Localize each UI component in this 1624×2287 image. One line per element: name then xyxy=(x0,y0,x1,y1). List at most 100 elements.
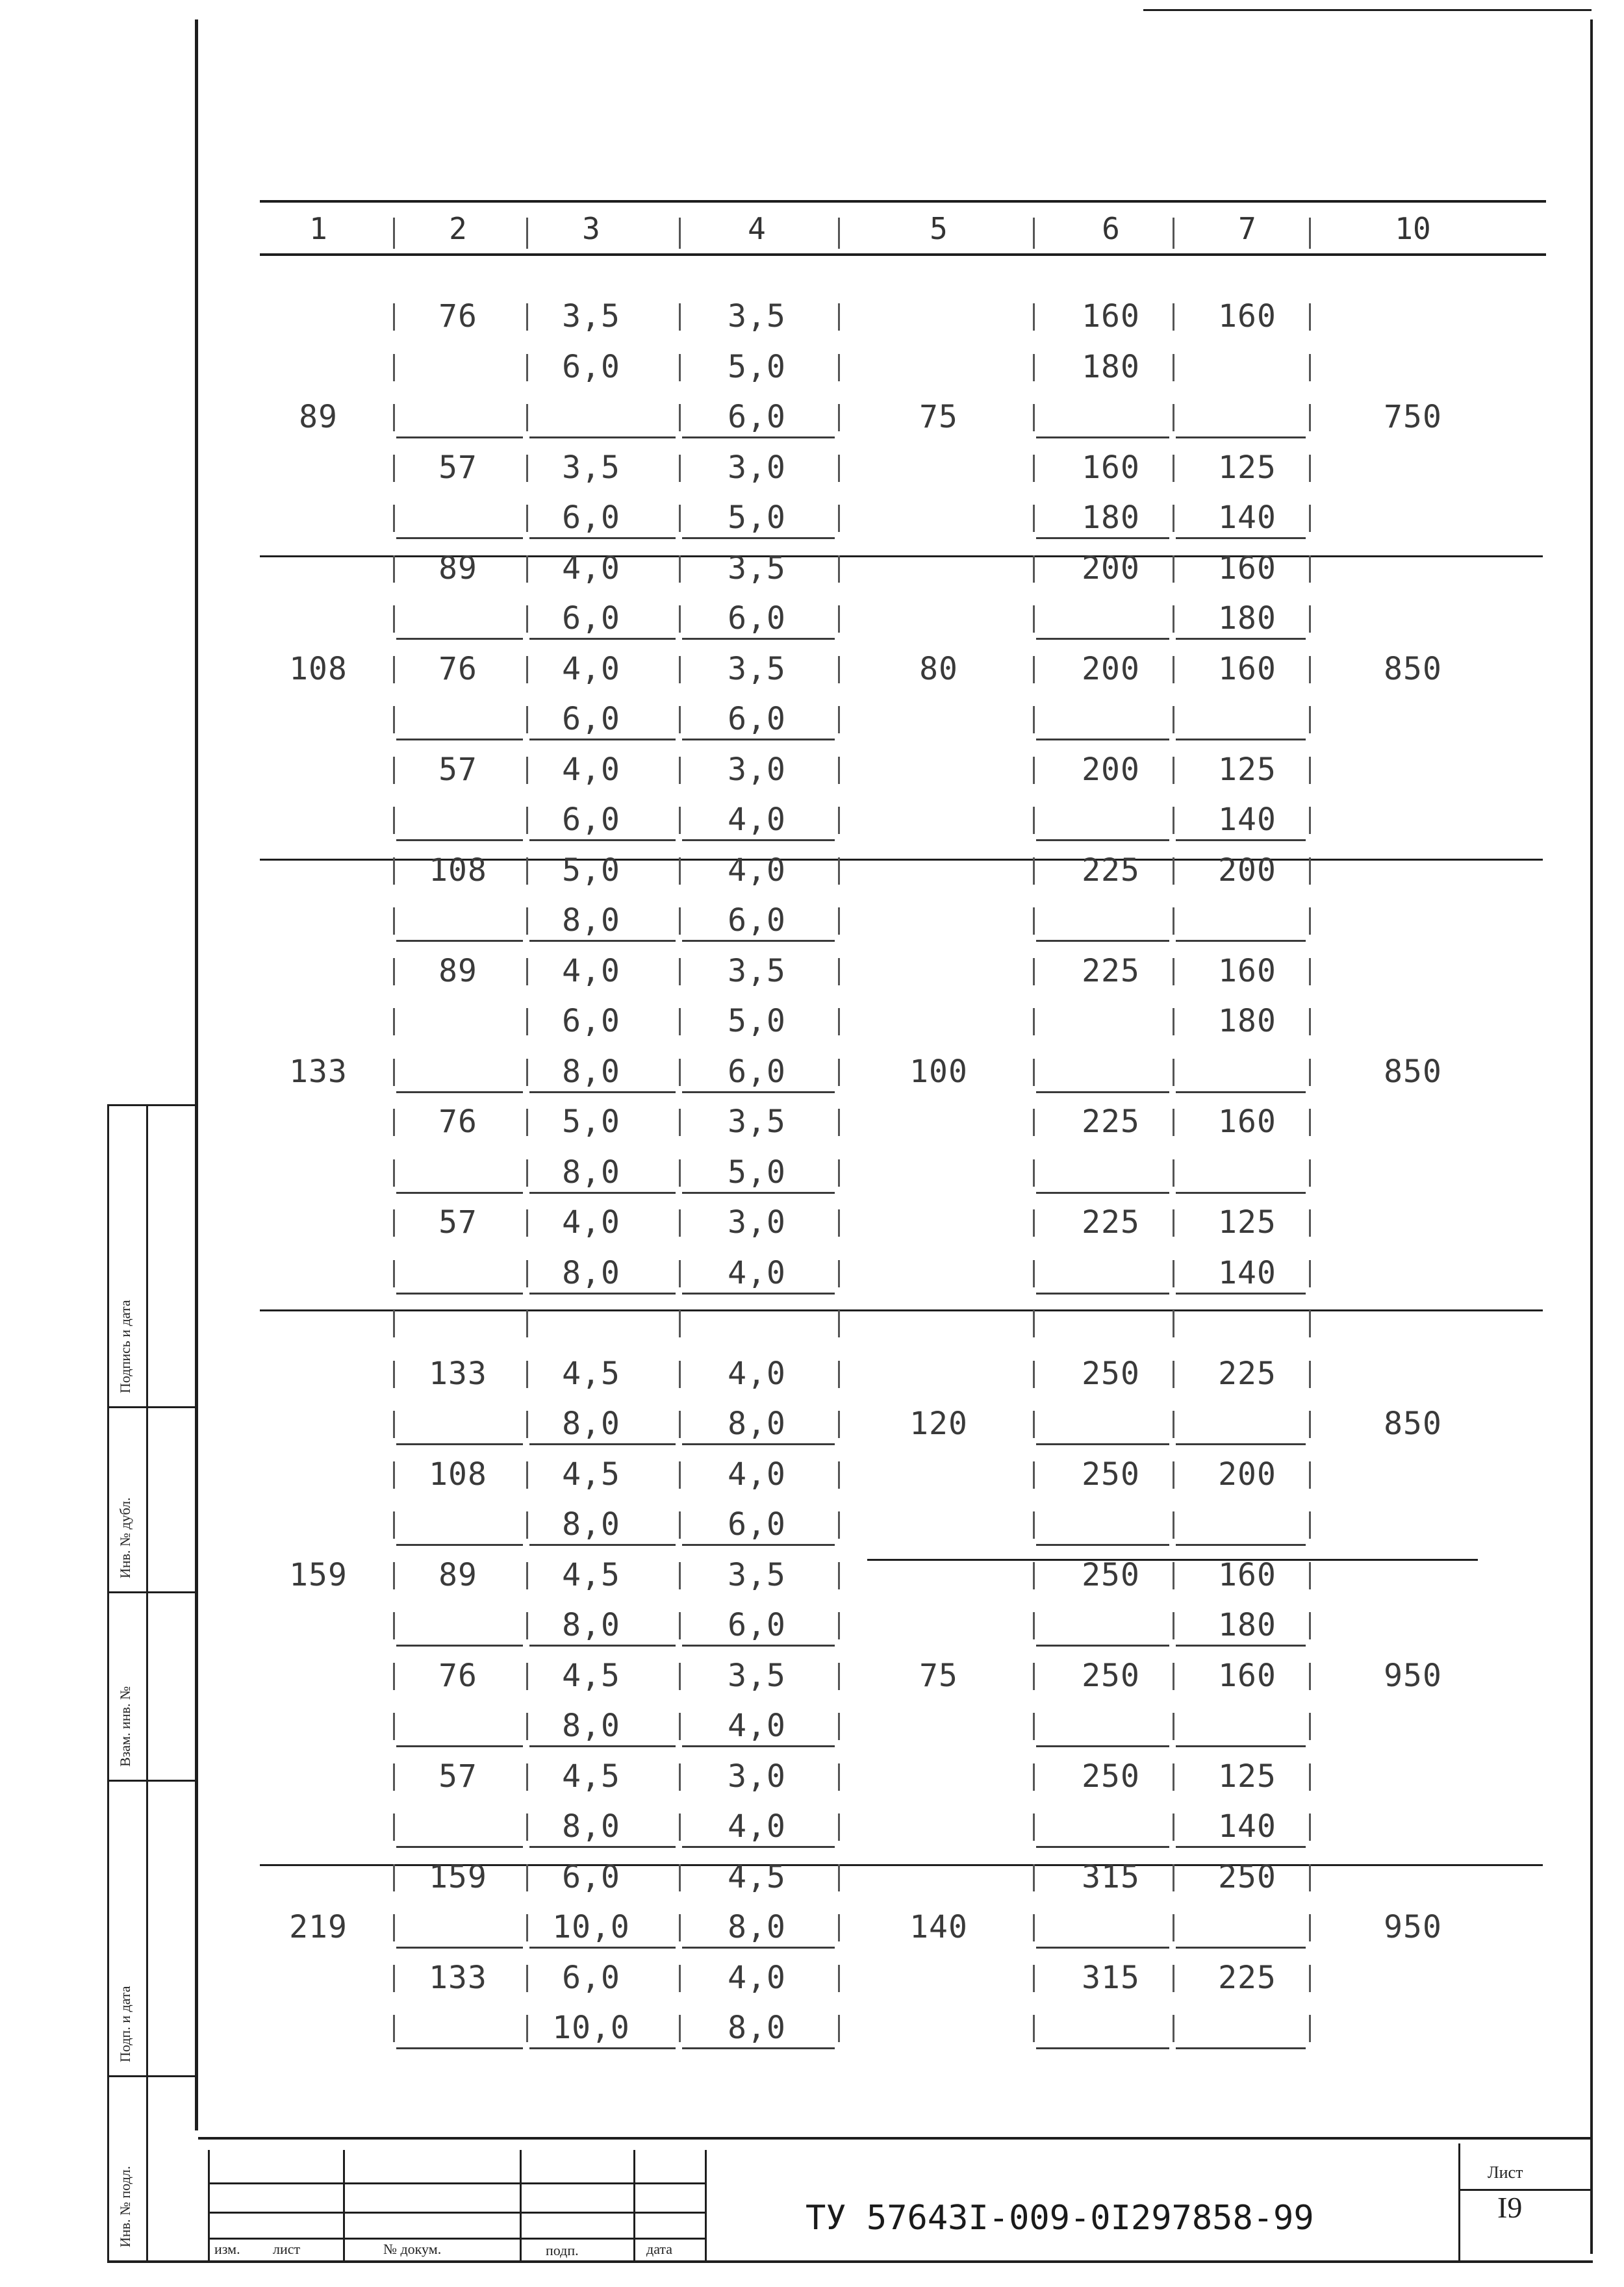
column-separator xyxy=(1173,303,1174,331)
cell-underline xyxy=(529,436,676,438)
column-separator xyxy=(1309,1008,1311,1035)
column-separator xyxy=(393,2015,395,2042)
cell-underline xyxy=(682,1846,835,1848)
column-separator xyxy=(526,505,528,532)
table-cell: 3,5 xyxy=(562,449,620,486)
column-separator xyxy=(1173,1310,1174,1337)
cell-underline xyxy=(1176,2047,1306,2049)
column-separator xyxy=(838,1914,840,1941)
margin-divider xyxy=(107,2075,195,2077)
table-cell: 8,0 xyxy=(562,1254,620,1291)
column-separator xyxy=(1173,1813,1174,1841)
column-separator xyxy=(1309,1864,1311,1891)
column-separator xyxy=(1033,1813,1035,1841)
sheet-label: Лист xyxy=(1488,2163,1523,2182)
column-separator xyxy=(679,1813,681,1841)
column-separator xyxy=(679,605,681,633)
column-separator xyxy=(393,1561,395,1589)
column-separator xyxy=(1173,706,1174,733)
table-cell: 8,0 xyxy=(562,1607,620,1643)
column-separator xyxy=(1173,1864,1174,1891)
cell-underline xyxy=(1036,436,1169,438)
table-cell: 6,0 xyxy=(562,499,620,536)
table-cell: 5,0 xyxy=(728,499,786,536)
column-separator xyxy=(526,1209,528,1237)
column-separator xyxy=(526,1360,528,1388)
table-cell: 160 xyxy=(1218,1104,1276,1140)
table-cell: 250 xyxy=(1082,1758,1140,1795)
table-cell: 6,0 xyxy=(728,701,786,737)
table-cell: 4,0 xyxy=(728,1708,786,1744)
column-separator xyxy=(526,857,528,885)
column-separator xyxy=(838,1612,840,1639)
column-separator xyxy=(1309,807,1311,834)
table-cell: 250 xyxy=(1218,1858,1276,1895)
column-separator xyxy=(1033,1561,1035,1589)
column-separator xyxy=(526,454,528,482)
column-separator xyxy=(1033,957,1035,985)
column-separator xyxy=(526,907,528,935)
cell-underline xyxy=(529,1544,676,1546)
stamp-label-date: дата xyxy=(646,2241,673,2257)
column-separator xyxy=(679,756,681,784)
outer-bottom-line xyxy=(107,2260,1593,2263)
cell-underline xyxy=(396,739,523,740)
table-cell: 6,0 xyxy=(728,1607,786,1643)
table-cell: 850 xyxy=(1384,1406,1442,1442)
column-separator xyxy=(526,756,528,784)
table-cell: 4,0 xyxy=(562,650,620,687)
column-separator xyxy=(679,1612,681,1639)
table-cell: 89 xyxy=(299,399,338,435)
cell-underline xyxy=(529,1947,676,1949)
margin-inner-line xyxy=(146,1104,148,2260)
stamp-vline xyxy=(633,2150,635,2260)
cell-underline xyxy=(1176,839,1306,841)
column-separator xyxy=(393,957,395,985)
stamp-vline xyxy=(343,2150,345,2260)
cell-underline xyxy=(396,1745,523,1747)
table-cell: 6,0 xyxy=(562,600,620,637)
column-separator xyxy=(838,353,840,381)
signature-date-label-top: Подпись и дата xyxy=(117,1300,133,1393)
cell-underline xyxy=(1176,1443,1306,1445)
cell-underline xyxy=(682,1443,835,1445)
column-separator xyxy=(1309,1209,1311,1237)
column-separator xyxy=(679,957,681,985)
table-cell: 5,0 xyxy=(728,1154,786,1191)
table-cell: 4,0 xyxy=(562,751,620,788)
column-header: 7 xyxy=(1238,211,1256,246)
column-separator xyxy=(1173,353,1174,381)
group-rule xyxy=(260,1864,1543,1866)
column-separator xyxy=(393,1159,395,1187)
column-separator xyxy=(526,1058,528,1086)
column-separator xyxy=(1309,655,1311,683)
table-cell: 8,0 xyxy=(562,1053,620,1090)
table-cell: 850 xyxy=(1384,650,1442,687)
column-separator xyxy=(393,1461,395,1489)
table-cell: 180 xyxy=(1082,499,1140,536)
table-cell: 6,0 xyxy=(728,902,786,939)
column-separator xyxy=(838,655,840,683)
table-cell: 57 xyxy=(438,1204,477,1241)
group-rule xyxy=(260,1309,1543,1311)
stamp-hline xyxy=(208,2212,705,2214)
table-cell: 200 xyxy=(1082,650,1140,687)
margin-divider xyxy=(107,1591,195,1593)
cell-underline xyxy=(682,1091,835,1093)
column-separator xyxy=(838,1259,840,1287)
stamp-vline xyxy=(705,2150,707,2260)
table-cell: 4,5 xyxy=(562,1556,620,1593)
replacement-inventory-label: Взам. инв. № xyxy=(117,1686,133,1767)
column-separator xyxy=(679,555,681,583)
column-separator xyxy=(393,454,395,482)
column-separator xyxy=(393,1612,395,1639)
column-separator xyxy=(679,1914,681,1941)
column-separator xyxy=(838,1662,840,1690)
cell-underline xyxy=(682,940,835,942)
table-cell: 4,0 xyxy=(728,802,786,838)
cell-underline xyxy=(682,1645,835,1647)
column-separator xyxy=(679,353,681,381)
table-cell: 4,0 xyxy=(728,852,786,889)
column-separator xyxy=(679,2015,681,2042)
cell-underline xyxy=(1036,638,1169,640)
